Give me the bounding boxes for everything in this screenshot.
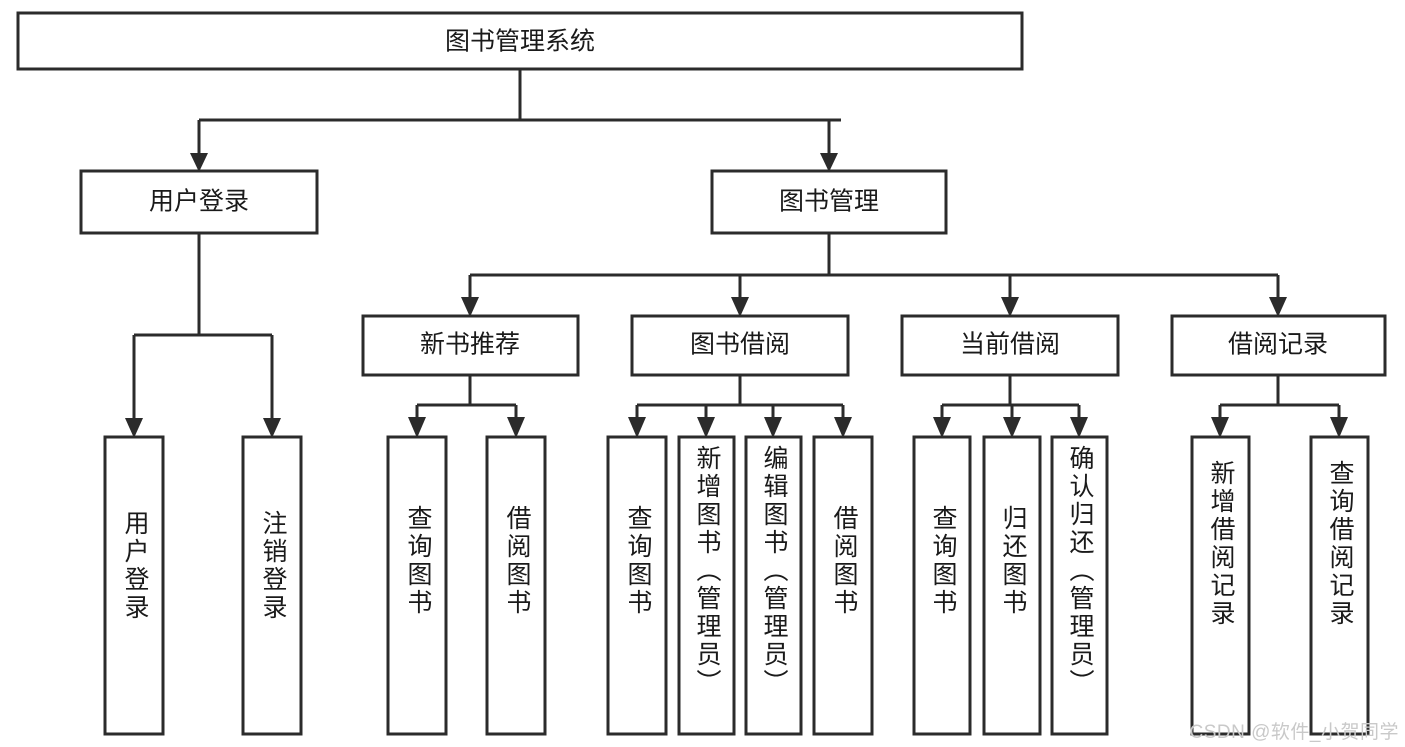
- arrowhead-current-borrow: [1001, 297, 1019, 317]
- arrowhead-borrow-record: [1269, 297, 1287, 317]
- arrowhead-cb-confirm-return: [1070, 417, 1088, 438]
- arrowhead-new-book-recommend: [461, 297, 479, 317]
- node-label-current-borrow: 当前借阅: [960, 331, 1060, 359]
- node-box-bb-borrow-book[interactable]: [812, 435, 874, 736]
- node-label-new-book-recommend: 新书推荐: [420, 331, 520, 359]
- arrowhead-book-borrow: [731, 297, 749, 317]
- node-box-bb-edit-book[interactable]: [744, 435, 803, 736]
- node-box-bb-add-book[interactable]: [677, 435, 736, 736]
- connector-group-root-to-level2: [190, 69, 841, 172]
- node-label-borrow-record: 借阅记录: [1228, 331, 1328, 359]
- arrowhead-book-manage: [820, 153, 838, 172]
- arrowhead-bb-query-book: [628, 417, 646, 438]
- node-box-current-borrow[interactable]: [900, 314, 1120, 377]
- node-box-user-login-do[interactable]: [103, 435, 165, 736]
- node-box-book-manage[interactable]: [710, 169, 948, 235]
- connector-group-current-borrow-children: [933, 375, 1088, 438]
- node-label-user-login: 用户登录: [149, 188, 249, 216]
- node-box-root[interactable]: [16, 11, 1024, 71]
- arrowhead-nb-query-book: [408, 417, 426, 438]
- arrowhead-user-login-do: [125, 418, 143, 438]
- node-box-new-book-recommend[interactable]: [361, 314, 580, 377]
- arrowhead-nb-borrow-book: [507, 417, 525, 438]
- node-box-user-logout[interactable]: [241, 435, 303, 736]
- node-box-br-add-record[interactable]: [1190, 435, 1251, 736]
- arrowhead-user-logout: [263, 418, 281, 438]
- connector-group-user-login-children: [125, 233, 281, 438]
- node-box-cb-return-book[interactable]: [982, 435, 1042, 736]
- node-box-br-query-record[interactable]: [1309, 435, 1370, 736]
- arrowhead-bb-borrow-book: [834, 417, 852, 438]
- arrowhead-bb-edit-book: [764, 417, 782, 438]
- node-label-book-borrow: 图书借阅: [690, 331, 790, 359]
- node-box-user-login[interactable]: [79, 169, 319, 235]
- connector-group-new-book-children: [408, 375, 525, 438]
- node-box-nb-borrow-book[interactable]: [485, 435, 547, 736]
- connector-group-book-borrow-children: [628, 375, 852, 438]
- connector-group-borrow-record-children: [1211, 375, 1348, 438]
- csdn-watermark: CSDN @软件_小贺同学: [1189, 722, 1399, 743]
- node-box-book-borrow[interactable]: [630, 314, 850, 377]
- node-box-nb-query-book[interactable]: [386, 435, 448, 736]
- node-box-cb-query-book[interactable]: [912, 435, 972, 736]
- node-label-book-manage: 图书管理: [779, 188, 879, 216]
- arrowhead-br-add-record: [1211, 417, 1229, 438]
- node-label-root: 图书管理系统: [445, 28, 595, 56]
- arrowhead-cb-return-book: [1003, 417, 1021, 438]
- node-box-cb-confirm-return[interactable]: [1050, 435, 1109, 736]
- arrowhead-user-login: [190, 153, 208, 172]
- arrowhead-cb-query-book: [933, 417, 951, 438]
- node-box-bb-query-book[interactable]: [606, 435, 668, 736]
- arrowhead-br-query-record: [1330, 417, 1348, 438]
- node-box-borrow-record[interactable]: [1170, 314, 1387, 377]
- arrowhead-bb-add-book: [697, 417, 715, 438]
- connector-group-book-manage-children: [461, 233, 1287, 317]
